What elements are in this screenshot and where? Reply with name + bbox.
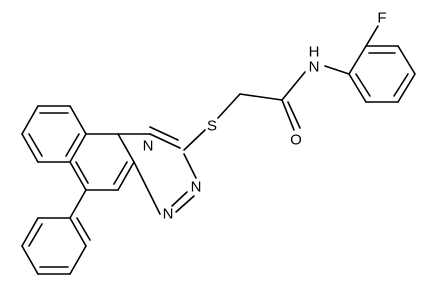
bond (324, 65, 350, 75)
bond (365, 25, 379, 47)
atom-labels: S O N H F N N N (143, 10, 387, 223)
bond (69, 161, 87, 191)
bond (397, 73, 416, 103)
atom-amide-nitrogen: N (309, 59, 320, 76)
bond (171, 191, 188, 207)
bond (348, 45, 367, 75)
bond (149, 126, 179, 141)
bond (175, 195, 195, 213)
bond (117, 133, 135, 163)
bond (69, 245, 87, 275)
atom-amide-hydrogen: H (309, 44, 320, 61)
bond (28, 133, 43, 157)
atom-triazine-n2: N (191, 179, 202, 196)
bond (69, 189, 87, 219)
bond (133, 161, 161, 215)
atom-sulfur: S (207, 118, 217, 135)
bond (281, 99, 295, 131)
bonds (21, 25, 416, 275)
bond (69, 133, 87, 163)
bond (348, 73, 367, 103)
bond (149, 133, 181, 149)
bond (113, 161, 128, 185)
bond (69, 105, 87, 135)
bond (117, 161, 135, 191)
atom-triazine-n1: N (143, 138, 154, 155)
bond (65, 133, 80, 157)
bond (75, 161, 89, 184)
atom-fluorine: F (377, 10, 386, 27)
bond (21, 217, 39, 247)
bond (239, 93, 283, 101)
bond (21, 245, 39, 275)
atom-oxygen: O (290, 132, 302, 149)
bond (397, 45, 416, 75)
bond (393, 73, 409, 97)
bond (28, 223, 43, 247)
atom-triazine-n3: N (163, 206, 174, 223)
bond (183, 129, 206, 151)
bond (217, 93, 241, 119)
bond (287, 101, 301, 129)
bond (21, 133, 39, 163)
bond (21, 105, 39, 135)
bond (69, 217, 87, 247)
bond (183, 153, 197, 179)
bond (355, 73, 371, 97)
bond (76, 217, 91, 241)
bond (281, 71, 306, 101)
